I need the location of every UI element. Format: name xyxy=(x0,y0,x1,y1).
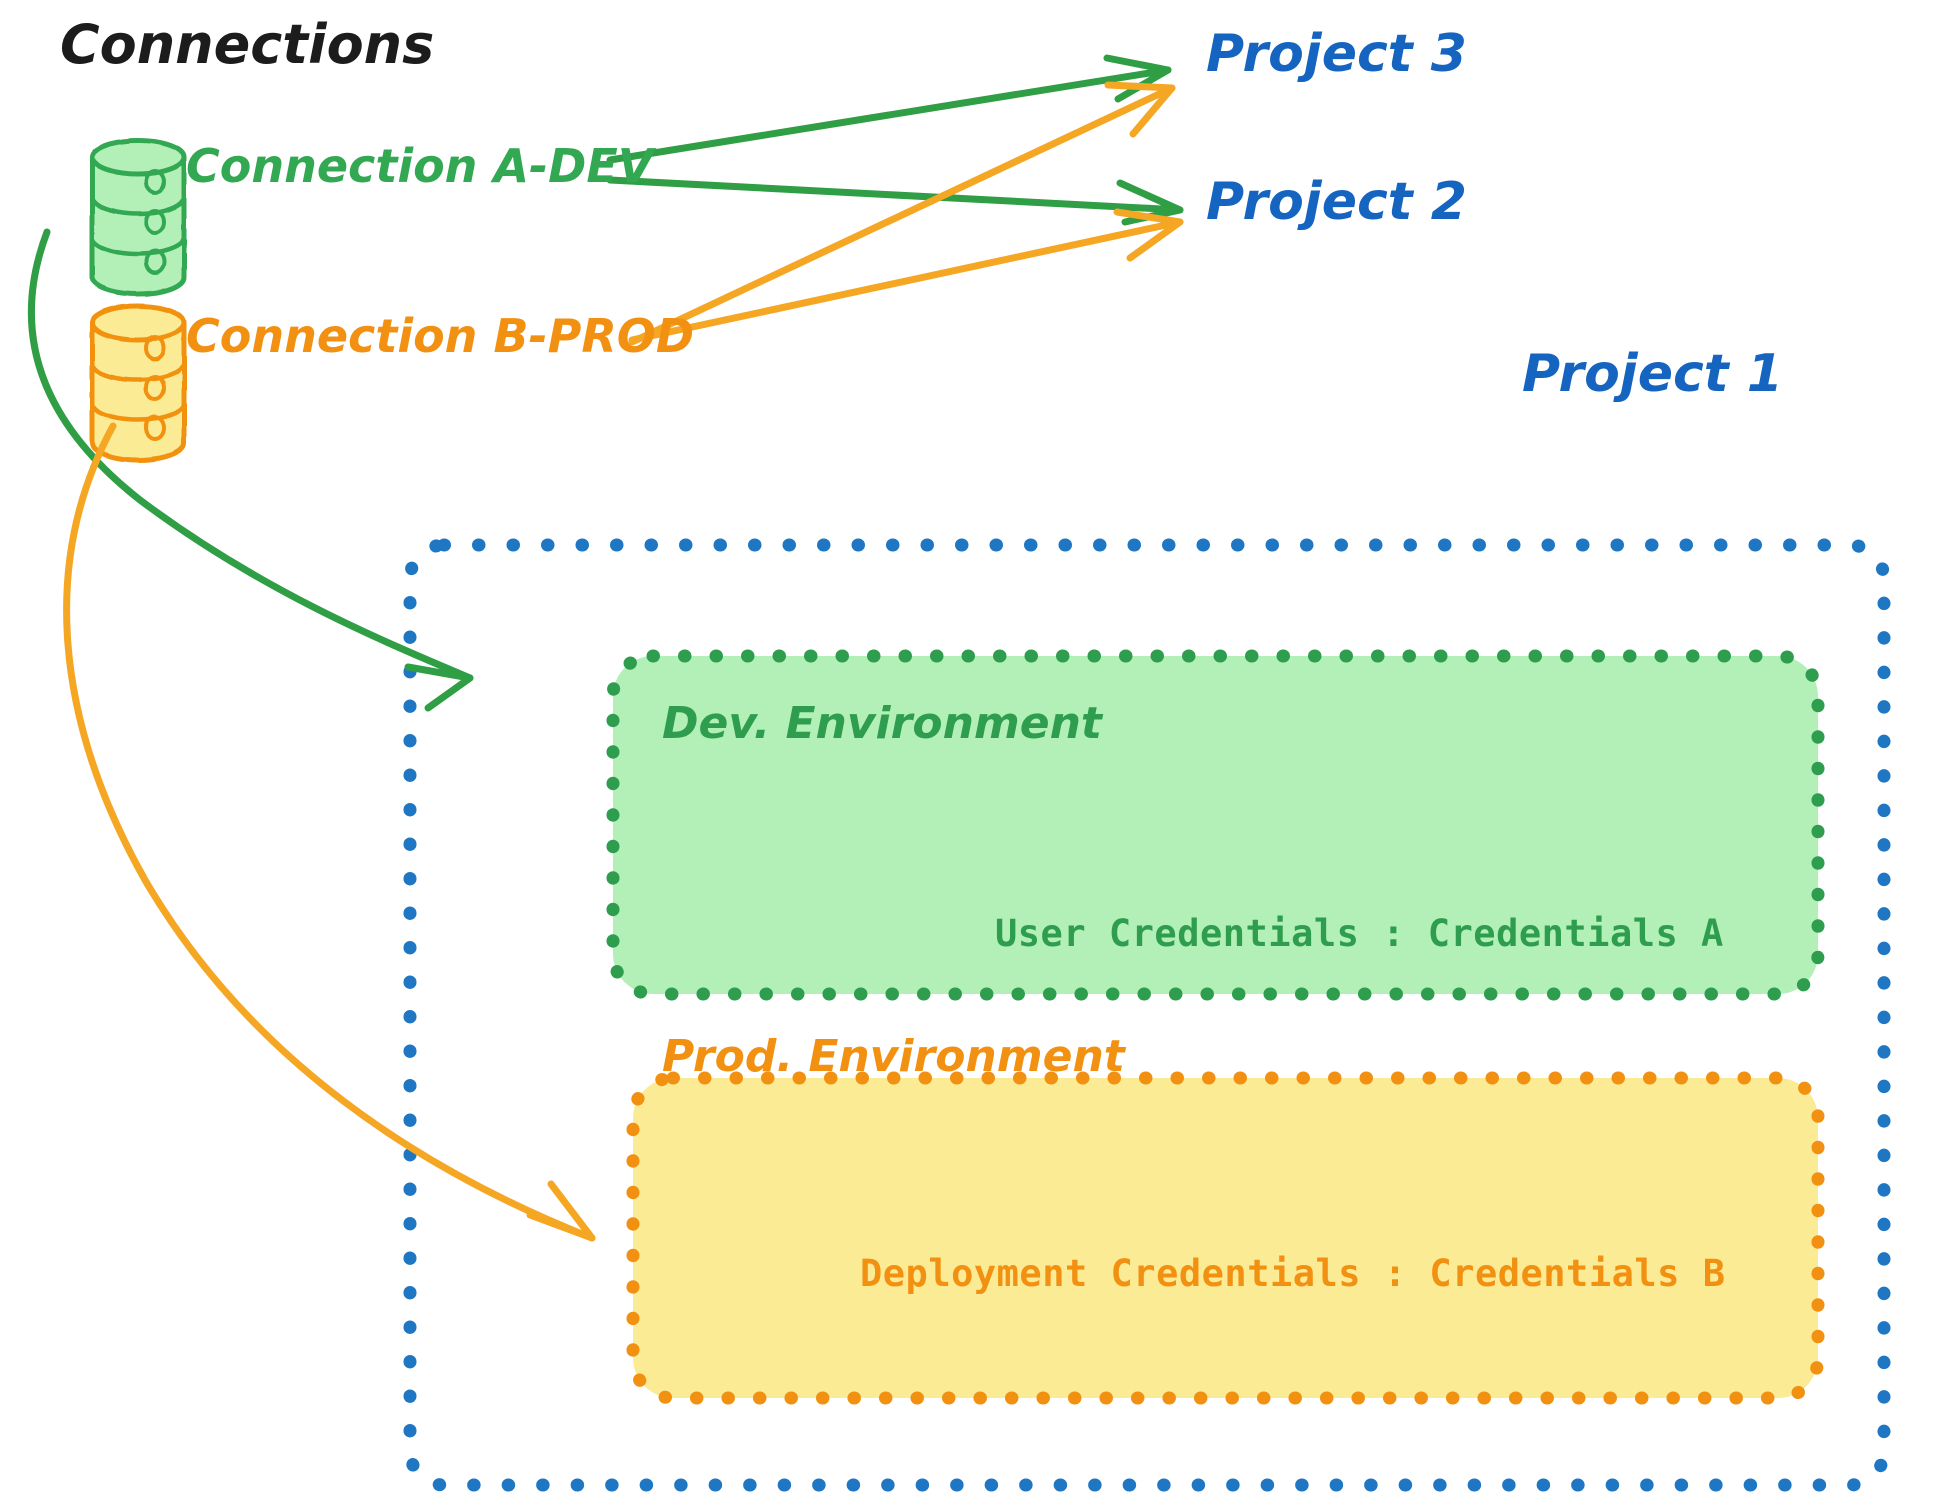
prod-environment-fill xyxy=(633,1078,1818,1398)
arrow-conn-b-to-project-3 xyxy=(628,81,1176,346)
dev-environment-border xyxy=(606,649,1825,1001)
arrow-conn-a-to-project-3 xyxy=(606,54,1172,164)
arrow-conn-b-to-prod-environment xyxy=(63,422,596,1242)
db-a-top-fill xyxy=(92,140,184,174)
db-b-led-2 xyxy=(144,375,166,401)
db-b-led-3 xyxy=(144,415,166,441)
database-icon-connection-b[interactable] xyxy=(89,303,187,463)
db-a-divider-2 xyxy=(89,236,187,257)
db-a-led-1 xyxy=(144,169,166,195)
db-a-led-3 xyxy=(144,249,166,275)
arrow-conn-a-to-dev-environment xyxy=(27,228,474,712)
dev-environment-box[interactable] xyxy=(606,649,1825,1001)
db-a-top-rim xyxy=(89,137,187,177)
arrow-conn-b-to-project-2 xyxy=(628,208,1184,344)
db-a-outline xyxy=(89,154,187,297)
db-b-divider-1 xyxy=(89,362,187,383)
dev-environment-fill xyxy=(613,656,1818,994)
prod-environment-box[interactable] xyxy=(626,1071,1825,1405)
db-b-top-fill xyxy=(92,306,184,340)
db-b-divider-2 xyxy=(89,402,187,423)
database-icon-connection-a[interactable] xyxy=(89,137,187,297)
db-b-outline xyxy=(89,320,187,463)
db-b-led-1 xyxy=(144,335,166,361)
project-1-boundary xyxy=(403,538,1891,1492)
db-a-divider-1 xyxy=(89,196,187,217)
db-a-led-2 xyxy=(144,209,166,235)
prod-environment-border xyxy=(626,1071,1825,1405)
db-b-top-rim xyxy=(89,303,187,343)
project-1-container xyxy=(403,538,1891,1492)
